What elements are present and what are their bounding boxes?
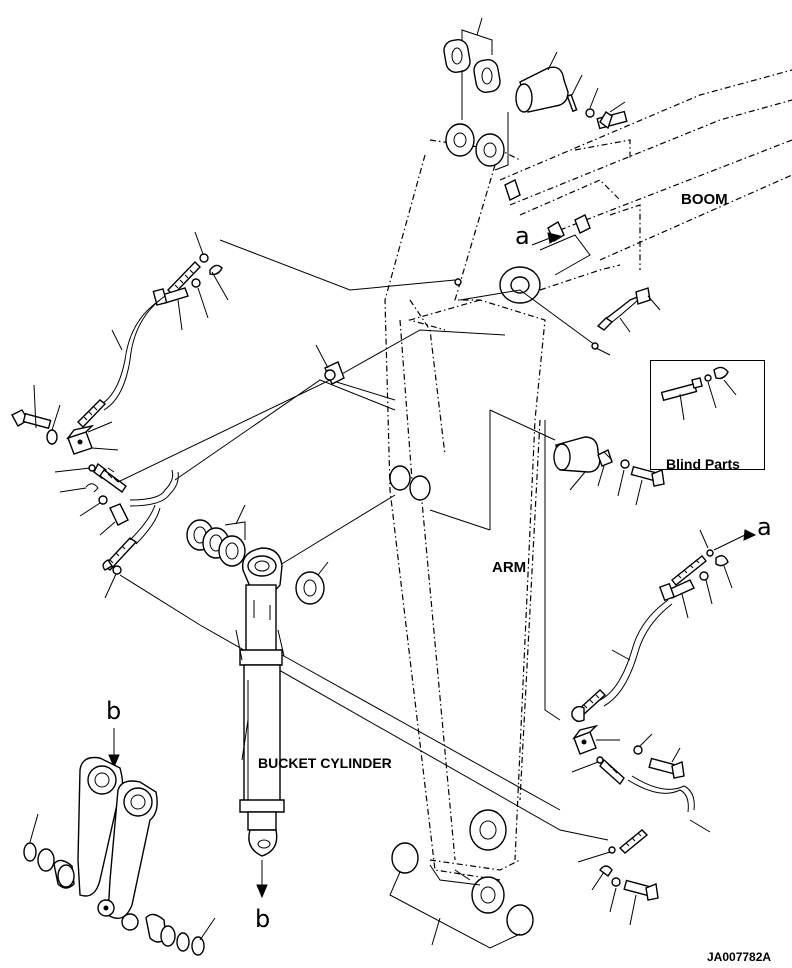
arm-outline (384, 123, 546, 914)
left-lower-hose-group (102, 469, 609, 841)
left-upper-hose-group (11, 231, 462, 536)
marker-a-left: a (515, 222, 530, 250)
drawing-code: JA007782A (707, 950, 772, 964)
arrow-a-left (531, 232, 562, 246)
blind-parts-box (650, 360, 765, 470)
boom-label: BOOM (681, 191, 728, 208)
marker-a-right: a (757, 513, 772, 541)
marker-b-bottom: b (255, 905, 271, 933)
right-hose-group (571, 529, 757, 926)
centre-leader-lines (174, 287, 661, 531)
blind-parts-drawing (660, 366, 737, 421)
blind-parts-label: Blind Parts (666, 456, 740, 472)
marker-b-top: b (106, 697, 122, 725)
arm-label: ARM (492, 559, 527, 576)
bucket-link-drawing (23, 728, 216, 956)
bucket-cylinder-label: BUCKET CYLINDER (258, 755, 392, 771)
top-pin-group (443, 17, 628, 243)
arm-middle-pin-group (544, 420, 665, 721)
boom-outline (499, 69, 792, 304)
bucket-cylinder-drawing (186, 494, 561, 899)
arm-bottom-orings (389, 842, 534, 949)
